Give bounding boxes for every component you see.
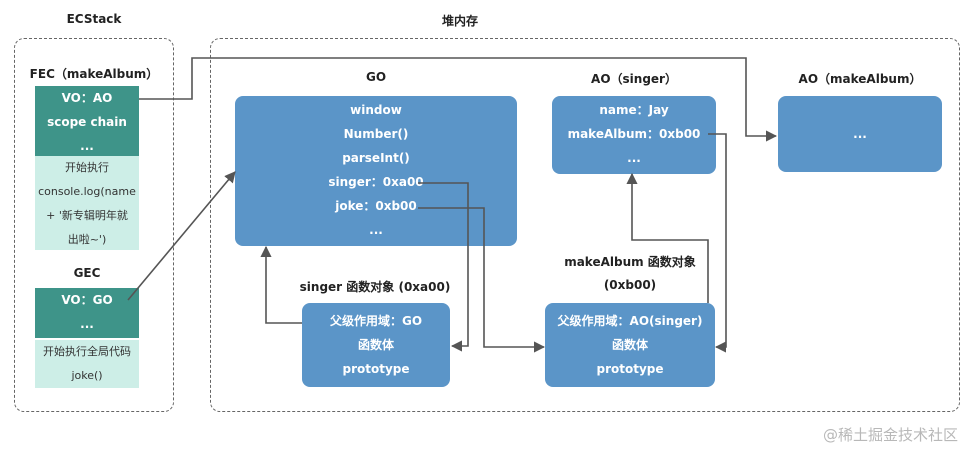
makealbum-fn-box: 父级作用域：AO(singer) 函数体 prototype bbox=[545, 303, 715, 387]
gec-code-line: 开始执行全局代码 bbox=[43, 345, 131, 358]
makealbum-fn-row: 父级作用域：AO(singer) bbox=[557, 314, 703, 328]
fec-row: VO：AO bbox=[61, 91, 113, 105]
gec-code-line: joke() bbox=[71, 369, 103, 382]
go-row: Number() bbox=[343, 127, 409, 141]
singer-fn-row: 函数体 bbox=[357, 338, 394, 352]
ao-makealbum-title: AO（makeAlbum） bbox=[798, 72, 922, 86]
ao-singer-box: name：Jay makeAlbum：0xb00 ... bbox=[552, 96, 716, 174]
makealbum-fn-title-line2: (0xb00) bbox=[603, 278, 657, 292]
singer-fn-box: 父级作用域：GO 函数体 prototype bbox=[302, 303, 450, 387]
ao-singer-row: ... bbox=[627, 151, 641, 165]
fec-code-line: 开始执行 bbox=[65, 161, 109, 174]
fec-row: ... bbox=[80, 139, 94, 153]
makealbum-fn-row: 函数体 bbox=[611, 338, 648, 352]
makealbum-fn-row: prototype bbox=[596, 362, 664, 376]
go-row: singer：0xa00 bbox=[328, 175, 424, 189]
fec-code-line: + '新专辑明年就 bbox=[46, 209, 128, 222]
go-row: joke：0xb00 bbox=[335, 199, 417, 213]
ao-makealbum-row: ... bbox=[853, 127, 867, 141]
fec-row: scope chain bbox=[47, 115, 127, 129]
gec-row: ... bbox=[80, 317, 94, 331]
go-row: window bbox=[350, 103, 402, 117]
heap-title: 堆内存 bbox=[441, 14, 478, 28]
fec-code-line: 出啦~') bbox=[67, 233, 107, 246]
watermark: @稀土掘金技术社区 bbox=[822, 426, 958, 444]
singer-fn-row: 父级作用域：GO bbox=[329, 314, 423, 328]
fec-code-block: 开始执行 console.log(name + '新专辑明年就 出啦~') bbox=[35, 156, 139, 250]
ao-singer-title: AO（singer） bbox=[591, 72, 677, 86]
makealbum-fn-title-line1: makeAlbum 函数对象 bbox=[564, 255, 696, 269]
go-title: GO bbox=[365, 70, 387, 84]
gec-title: GEC bbox=[73, 266, 101, 280]
go-row: ... bbox=[369, 223, 383, 237]
fec-code-line: console.log(name bbox=[38, 185, 136, 198]
gec-code-block: 开始执行全局代码 joke() bbox=[35, 340, 139, 388]
singer-fn-row: prototype bbox=[342, 362, 410, 376]
ecstack-title: ECStack bbox=[66, 12, 122, 26]
fec-vo-block: VO：AO scope chain ... bbox=[35, 86, 139, 156]
ao-makealbum-box: ... bbox=[778, 96, 942, 172]
go-row: parseInt() bbox=[342, 151, 410, 165]
go-box: window Number() parseInt() singer：0xa00 … bbox=[235, 96, 517, 246]
fec-title: FEC（makeAlbum） bbox=[29, 67, 159, 81]
gec-row: VO：GO bbox=[61, 293, 113, 307]
singer-fn-title: singer 函数对象 (0xa00) bbox=[299, 280, 451, 294]
ao-singer-row: name：Jay bbox=[599, 103, 669, 117]
ao-singer-row: makeAlbum：0xb00 bbox=[567, 127, 701, 141]
gec-vo-block: VO：GO ... bbox=[35, 288, 139, 338]
